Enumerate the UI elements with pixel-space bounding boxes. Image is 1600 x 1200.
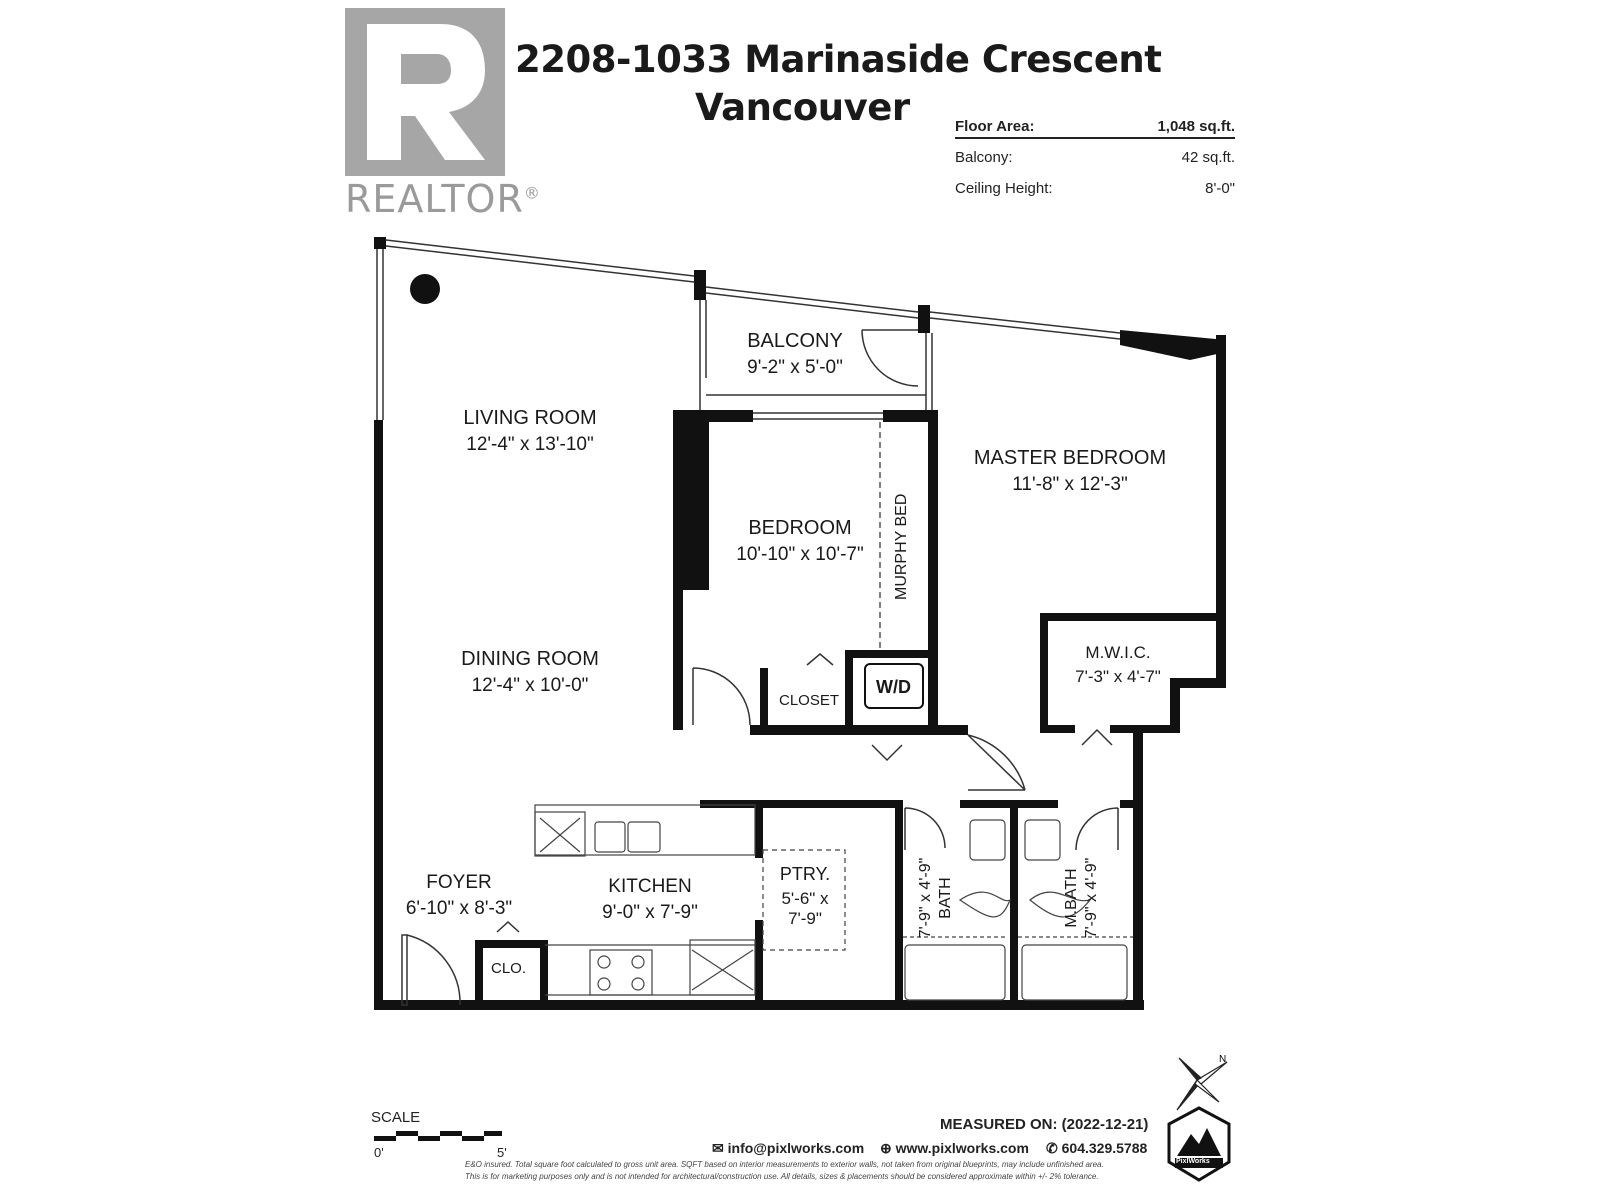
balcony-area-label: Balcony: xyxy=(955,149,1013,166)
floor-area-value: 1,048 sq.ft. xyxy=(1157,118,1235,135)
washer-dryer-label: W/D xyxy=(876,677,911,697)
page-subtitle: Vancouver xyxy=(695,86,910,129)
page-title: 2208-1033 Marinaside Crescent xyxy=(515,38,1162,81)
globe-icon: ⊕ xyxy=(880,1140,896,1156)
disclaimer-line2: This is for marketing purposes only and … xyxy=(465,1172,1099,1181)
realtor-wordmark: REALTOR® xyxy=(345,177,541,221)
compass-icon: N xyxy=(1176,1054,1228,1111)
floor-area-label: Floor Area: xyxy=(955,118,1035,135)
phone-contact[interactable]: ✆ 604.329.5788 xyxy=(1046,1140,1148,1156)
ceiling-height-row: Ceiling Height: 8'-0" xyxy=(955,180,1235,197)
murphy-bed-label: MURPHY BED xyxy=(893,493,910,600)
ceiling-height-value: 8'-0" xyxy=(1205,180,1235,197)
scale-start: 0' xyxy=(374,1145,384,1160)
email-contact[interactable]: ✉ info@pixlworks.com xyxy=(712,1140,865,1156)
scale-bar xyxy=(374,1131,502,1141)
email-icon: ✉ xyxy=(712,1140,728,1156)
ceiling-height-label: Ceiling Height: xyxy=(955,180,1053,197)
phone-icon: ✆ xyxy=(1046,1140,1062,1156)
wall-west xyxy=(374,420,383,1010)
pixlworks-brand: PixlWorks xyxy=(1176,1158,1210,1165)
web-contact[interactable]: ⊕ www.pixlworks.com xyxy=(880,1140,1029,1156)
closet-label: CLOSET xyxy=(779,692,840,709)
clo-label: CLO. xyxy=(491,960,527,977)
scale-title: SCALE xyxy=(371,1109,421,1126)
svg-text:N: N xyxy=(1219,1054,1226,1065)
scale-end: 5' xyxy=(497,1145,507,1160)
wall-east xyxy=(1133,725,1143,1010)
disclaimer-line1: E&O insured. Total square foot calculate… xyxy=(465,1160,1104,1169)
column-dot xyxy=(410,274,440,304)
measured-on: MEASURED ON: (2022-12-21) xyxy=(940,1116,1149,1133)
pixlworks-logo xyxy=(1167,1106,1231,1182)
floor-area-row: Floor Area: 1,048 sq.ft. xyxy=(955,118,1235,139)
room-mwic: M.W.I.C.7'-3" x 4'-7" xyxy=(1075,643,1161,686)
room-bath: 7'-9" x 4'-9"BATH xyxy=(917,857,954,939)
balcony-area-row: Balcony: 42 sq.ft. xyxy=(955,149,1235,166)
realtor-logo xyxy=(345,8,505,176)
balcony-area-value: 42 sq.ft. xyxy=(1181,149,1235,166)
